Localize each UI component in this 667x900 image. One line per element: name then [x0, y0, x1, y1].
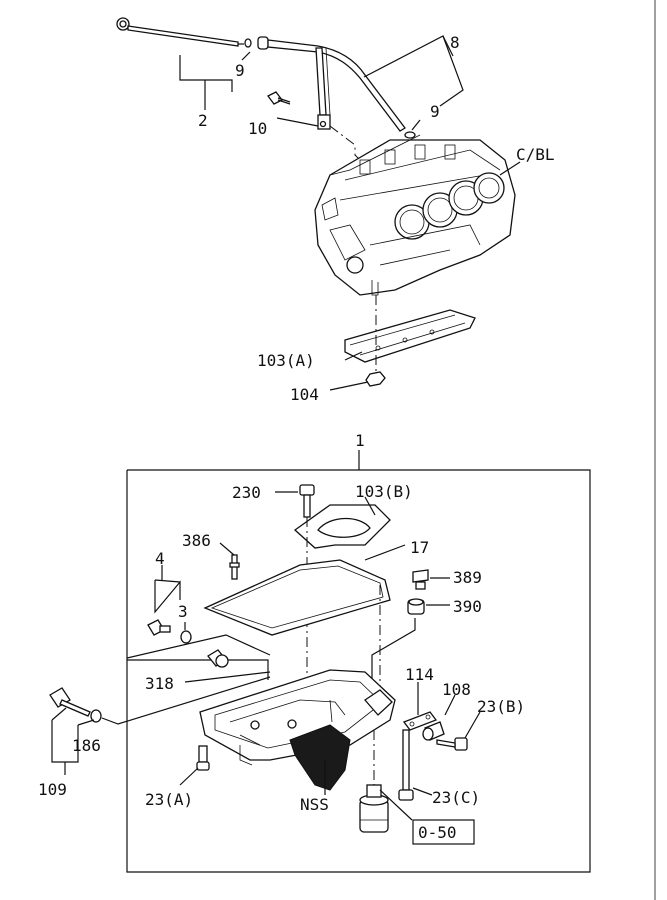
gasket-103b	[293, 504, 391, 549]
drain-plug-318	[207, 649, 229, 668]
dipstick-guide-tube	[257, 36, 406, 132]
stud-386	[229, 554, 240, 580]
callout-386: 386	[182, 531, 211, 550]
callout-230: 230	[232, 483, 261, 502]
washer-3	[180, 630, 192, 644]
oil-filter	[359, 784, 389, 833]
washer-186	[90, 709, 102, 723]
callout-10: 10	[248, 119, 267, 138]
callout-4: 4	[155, 549, 165, 568]
callout-103b: 103(B)	[355, 482, 413, 501]
callout-103a: 103(A)	[257, 351, 315, 370]
oil-pan	[199, 669, 396, 791]
callout-114: 114	[405, 665, 434, 684]
callout-2: 2	[198, 111, 208, 130]
bolt-23c	[398, 729, 414, 801]
callout-8: 8	[450, 33, 460, 52]
cylinder-block	[314, 134, 516, 296]
fitting-108	[422, 721, 445, 741]
callout-17: 17	[410, 538, 429, 557]
sensor-109	[49, 687, 91, 717]
bolt-23a	[196, 745, 210, 771]
callout-108: 108	[442, 680, 471, 699]
plug-389	[412, 569, 429, 590]
gasket-114	[402, 711, 438, 731]
callout-9-left: 9	[235, 61, 245, 80]
callout-389: 389	[453, 568, 482, 587]
nut-104	[365, 371, 386, 387]
callout-23a: 23(A)	[145, 790, 193, 809]
washer-9-left	[244, 38, 252, 48]
reference-box	[412, 819, 475, 845]
callout-23b: 23(B)	[477, 697, 525, 716]
washer-9-right	[404, 131, 416, 139]
callout-1: 1	[355, 431, 365, 450]
bolt-4	[147, 619, 171, 636]
baffle-plate-103a	[344, 309, 476, 363]
callout-104: 104	[290, 385, 319, 404]
callout-9-right: 9	[430, 102, 440, 121]
callout-23c: 23(C)	[432, 788, 480, 807]
callout-318: 318	[145, 674, 174, 693]
bolt-23b	[436, 737, 468, 751]
bolt-10	[267, 91, 291, 105]
callout-ref-0-50: 0-50	[418, 823, 457, 842]
callout-c-bl: C/BL	[516, 145, 555, 164]
callout-186: 186	[72, 736, 101, 755]
dipstick	[116, 17, 244, 47]
oil-pan-gasket-17	[203, 559, 391, 636]
connector-390	[407, 598, 425, 615]
bolt-230	[299, 484, 315, 518]
callout-109: 109	[38, 780, 67, 799]
callout-nss: NSS	[300, 795, 329, 814]
callout-3: 3	[178, 602, 188, 621]
callout-390: 390	[453, 597, 482, 616]
